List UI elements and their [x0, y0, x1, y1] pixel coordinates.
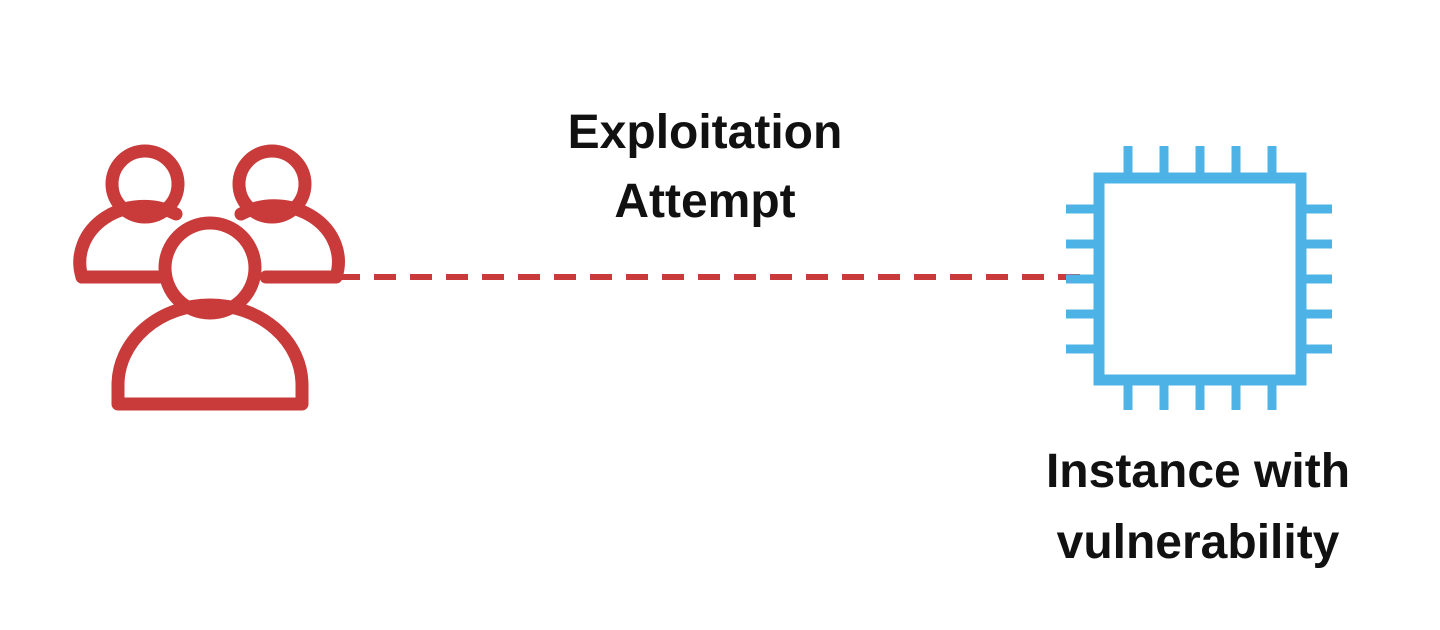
chip-instance-icon	[1066, 146, 1332, 410]
instance-label-line2: vulnerability	[1057, 516, 1340, 569]
users-group-icon	[73, 144, 345, 411]
instance-label-line1: Instance with	[1046, 445, 1350, 498]
edge-label-line2: Attempt	[614, 175, 795, 228]
edge-label-line1: Exploitation	[568, 106, 843, 159]
